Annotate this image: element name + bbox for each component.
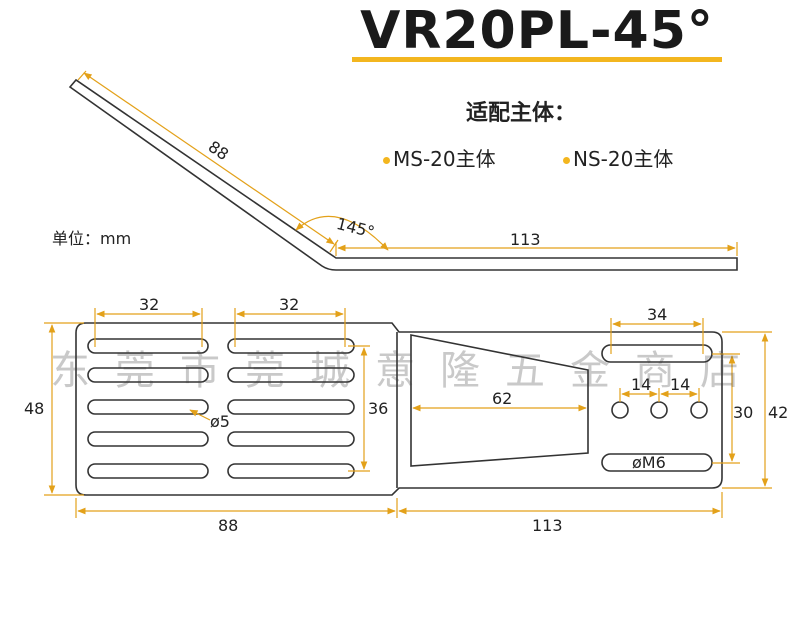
angle-arc-145 [295,215,389,251]
compat-item-1-label: MS-20主体 [393,147,496,171]
slot-left-2 [87,367,209,383]
slot-mid-3 [227,399,355,415]
dim-line-upper-88 [83,72,335,245]
top-view [75,322,723,496]
hole-1 [611,401,629,419]
side-view-dimensions [77,70,738,256]
dim-label-14-1: 14 [631,375,651,394]
hole-2 [650,401,668,419]
dim-label-32-left: 32 [139,295,159,314]
bullet-dot [563,157,570,164]
watermark-text: 东莞市莞城意隆五金商店 [50,348,765,394]
leader-o5 [189,409,211,421]
unit-note: 单位：mm [52,229,132,248]
dim-label-36: 36 [368,399,388,418]
top-view-dimensions [44,308,772,518]
dim-label-lower: 113 [510,230,541,249]
slot-mid-2 [227,367,355,383]
hole-3 [690,401,708,419]
dim-label-88-bottom: 88 [218,516,238,535]
dim-label-30: 30 [733,403,753,422]
trapezoid-cutout [410,334,589,467]
dim-label-upper: 88 [205,137,233,164]
compat-item-2-label: NS-20主体 [573,147,674,171]
dim-label-34: 34 [647,305,667,324]
dim-label-48: 48 [24,399,44,418]
dim-label-angle: 145° [334,214,376,242]
dim-label-hole-o5: ø5 [210,412,230,431]
side-view [68,78,738,271]
slot-left-4 [87,431,209,447]
dim-label-14-2: 14 [670,375,690,394]
slot-mid-5 [227,463,355,479]
title-underline [352,57,722,62]
slot-mid-4 [227,431,355,447]
compat-item-2: NS-20主体 [563,143,673,172]
product-title: VR20PL-45° [352,1,722,62]
dim-label-slot-om6: øM6 [632,453,666,472]
product-title-text: VR20PL-45° [360,1,714,61]
slot-left-3 [87,399,209,415]
compat-item-1: MS-20主体 [383,143,496,172]
dim-label-32-mid: 32 [279,295,299,314]
dim-label-113-bottom: 113 [532,516,563,535]
bent-plate-outline [68,78,738,271]
dim-label-62: 62 [492,389,512,408]
plate-outline [75,322,723,496]
dim-label-42: 42 [768,403,788,422]
slot-left-1 [87,338,209,354]
bullet-dot [383,157,390,164]
ext-line-upper-a [77,70,87,81]
slot-left-5 [87,463,209,479]
compat-heading: 适配主体： [466,101,577,126]
